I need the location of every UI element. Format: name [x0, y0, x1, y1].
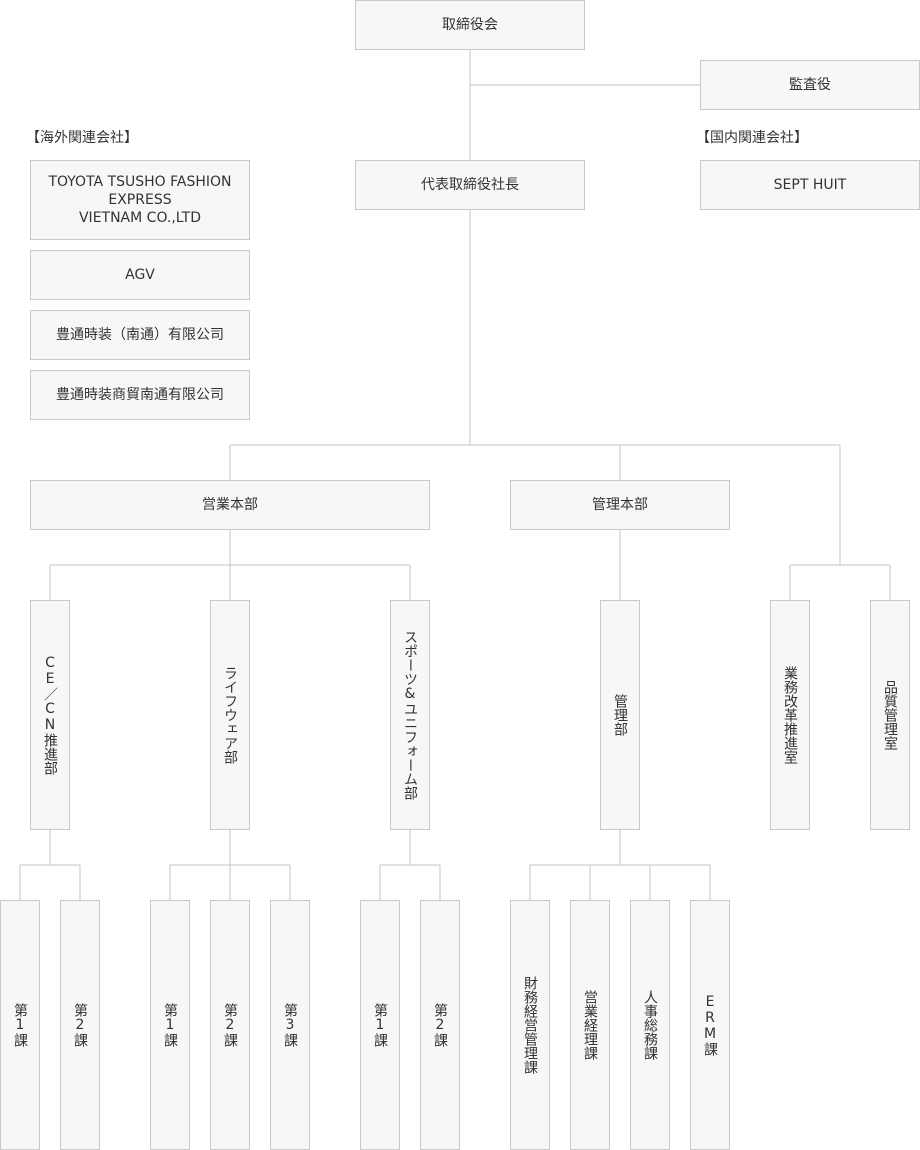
admin-headquarters-label: 管理本部	[592, 497, 648, 513]
overseas-affiliates-heading: 【海外関連会社】	[26, 130, 138, 146]
section-label: 第1課	[12, 1003, 28, 1047]
section-label: 第3課	[282, 1003, 298, 1047]
lifewear-department-label: ライフウェア部	[222, 666, 238, 764]
sales-headquarters-box: 営業本部	[30, 480, 430, 530]
section-label: 人事総務課	[642, 990, 658, 1060]
ce-cn-department-label: CE／CN推進部	[42, 655, 58, 775]
overseas-affiliate-label: AGV	[125, 267, 155, 283]
overseas-affiliate-label: 豊通時装商貿南通有限公司	[56, 387, 224, 403]
auditor-box: 監査役	[700, 60, 920, 110]
quality-control-office-label: 品質管理室	[882, 680, 898, 750]
sports-uniform-department-label: スポーツ&ユニフォーム部	[402, 630, 418, 800]
business-reform-office-box: 業務改革推進室	[770, 600, 810, 830]
section-box: 営業経理課	[570, 900, 610, 1150]
overseas-affiliate: 豊通時装商貿南通有限公司	[30, 370, 250, 420]
overseas-affiliate-label: TOYOTA TSUSHO FASHION EXPRESS VIETNAM CO…	[48, 174, 232, 226]
overseas-affiliate: 豊通時装（南通）有限公司	[30, 310, 250, 360]
overseas-affiliate: TOYOTA TSUSHO FASHION EXPRESS VIETNAM CO…	[30, 160, 250, 240]
sports-uniform-department-box: スポーツ&ユニフォーム部	[390, 600, 430, 830]
business-reform-office-label: 業務改革推進室	[782, 666, 798, 764]
section-box: 財務経営管理課	[510, 900, 550, 1150]
overseas-affiliate: AGV	[30, 250, 250, 300]
section-label: 第2課	[72, 1003, 88, 1047]
domestic-affiliates-heading: 【国内関連会社】	[696, 130, 808, 146]
section-label: 営業経理課	[582, 990, 598, 1060]
section-box: 人事総務課	[630, 900, 670, 1150]
section-label: ERM課	[702, 994, 718, 1056]
section-label: 財務経営管理課	[522, 976, 538, 1074]
section-box: 第1課	[360, 900, 400, 1150]
section-box: 第2課	[60, 900, 100, 1150]
lifewear-department-box: ライフウェア部	[210, 600, 250, 830]
section-box: 第2課	[210, 900, 250, 1150]
board-of-directors-label: 取締役会	[442, 17, 498, 33]
section-label: 第1課	[372, 1003, 388, 1047]
section-box: 第1課	[150, 900, 190, 1150]
quality-control-office-box: 品質管理室	[870, 600, 910, 830]
board-of-directors-box: 取締役会	[355, 0, 585, 50]
domestic-affiliate: SEPT HUIT	[700, 160, 920, 210]
section-box: 第3課	[270, 900, 310, 1150]
section-box: ERM課	[690, 900, 730, 1150]
section-label: 第2課	[222, 1003, 238, 1047]
ce-cn-department-box: CE／CN推進部	[30, 600, 70, 830]
auditor-label: 監査役	[789, 77, 831, 93]
president-box: 代表取締役社長	[355, 160, 585, 210]
section-box: 第2課	[420, 900, 460, 1150]
section-label: 第2課	[432, 1003, 448, 1047]
domestic-affiliate-label: SEPT HUIT	[773, 177, 847, 193]
admin-department-box: 管理部	[600, 600, 640, 830]
sales-headquarters-label: 営業本部	[202, 497, 258, 513]
admin-department-label: 管理部	[612, 694, 628, 736]
overseas-affiliate-label: 豊通時装（南通）有限公司	[56, 327, 224, 343]
president-label: 代表取締役社長	[421, 177, 519, 193]
section-label: 第1課	[162, 1003, 178, 1047]
section-box: 第1課	[0, 900, 40, 1150]
admin-headquarters-box: 管理本部	[510, 480, 730, 530]
